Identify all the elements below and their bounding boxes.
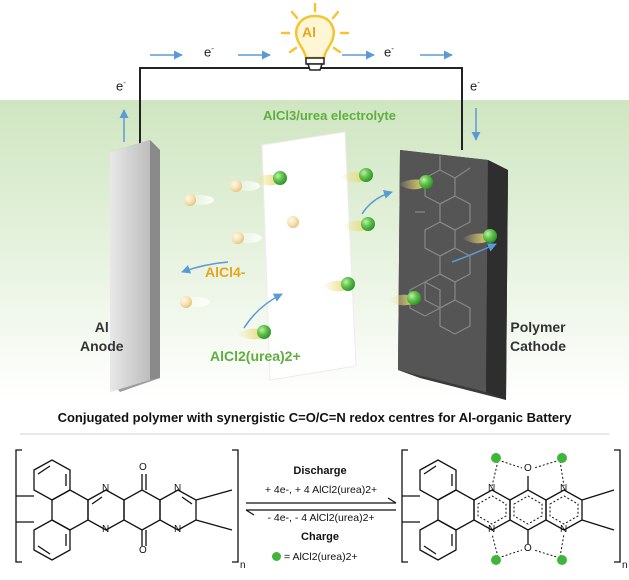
- cathode-molecule: [409, 156, 471, 335]
- anion-label: AlCl4-: [205, 264, 246, 280]
- discharge-label: Discharge: [293, 465, 347, 477]
- bulb-label: Al: [302, 24, 316, 40]
- atom-label: N: [488, 483, 496, 494]
- separator-membrane: [261, 131, 357, 381]
- diagram-title: Conjugated polymer with synergistic C=O/…: [57, 410, 572, 425]
- charge-label: Charge: [301, 531, 339, 543]
- atom-label: N: [174, 483, 182, 494]
- legend: = AlCl2(urea)2+: [272, 551, 358, 563]
- atom-label: O: [139, 545, 147, 556]
- cathode-label: Polymer Cathode: [510, 319, 566, 354]
- atom-label: O: [524, 543, 532, 554]
- reaction-arrows: [245, 497, 397, 516]
- cation-particles: [236, 168, 497, 340]
- atom-label: N: [102, 524, 110, 535]
- ion-flow-arrows: [181, 190, 497, 329]
- electrolyte-label: AlCl3/urea electrolyte: [263, 108, 396, 123]
- circuit-wire: [139, 67, 463, 150]
- electron-label: e-: [204, 44, 214, 60]
- atom-label: N: [174, 524, 182, 535]
- anode-label: Al Anode: [80, 319, 124, 354]
- cathode-plate: [398, 150, 508, 400]
- atom-label: N: [560, 524, 568, 535]
- discharge-equation: + 4e-, + 4 AlCl2(urea)2+: [264, 484, 378, 496]
- polymer-product: [401, 449, 621, 563]
- cation-label: AlCl2(urea)2+: [210, 348, 301, 364]
- electron-label: e-: [384, 44, 394, 60]
- cation-dots: [491, 453, 567, 565]
- repeat-unit-label: n: [240, 560, 246, 571]
- electron-label: e-: [116, 78, 126, 94]
- atom-label: O: [139, 462, 147, 473]
- electron-label: e-: [470, 78, 480, 94]
- coordination-bonds: [477, 459, 579, 559]
- charge-equation: - 4e-, - 4 AlCl2(urea)2+: [267, 512, 375, 524]
- atom-label: N: [102, 483, 110, 494]
- polymer-reactant: [15, 449, 239, 563]
- anode-plate: [110, 140, 160, 392]
- light-bulb-icon: [280, 2, 350, 71]
- anion-particles: [180, 180, 317, 308]
- repeat-unit-label: n: [622, 560, 628, 571]
- atom-label: O: [524, 463, 532, 474]
- atom-label: N: [560, 483, 568, 494]
- atom-label: N: [488, 524, 496, 535]
- legend-dot-icon: [272, 552, 281, 561]
